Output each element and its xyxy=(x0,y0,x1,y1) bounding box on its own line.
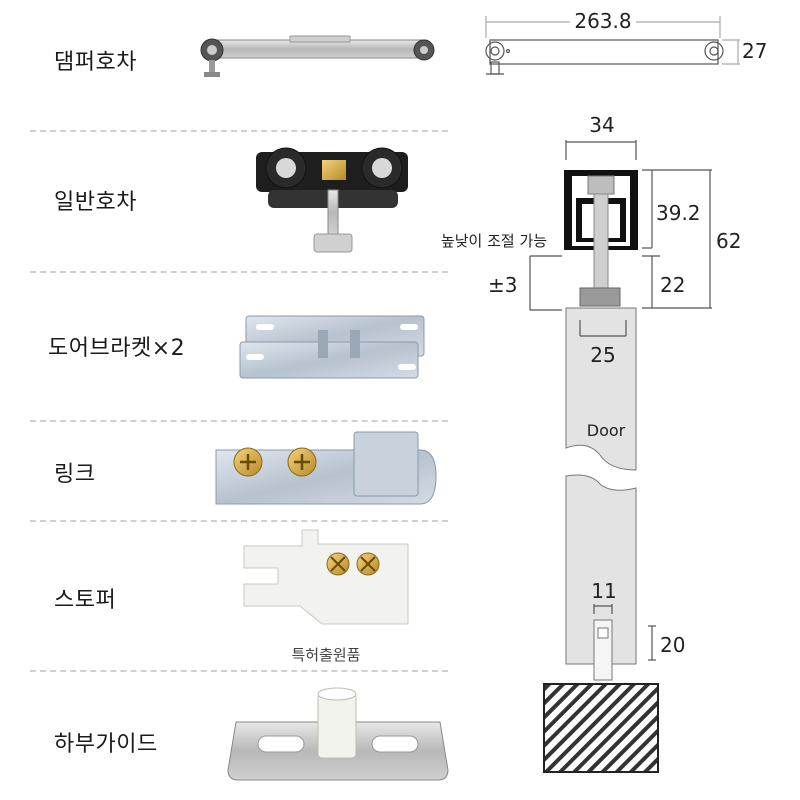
separator xyxy=(30,271,448,273)
door-bracket-image xyxy=(239,315,425,379)
bracket-width-label: 25 xyxy=(590,343,615,367)
part-label-bottom-guide: 하부가이드 xyxy=(54,732,158,757)
damper-dimension-drawing xyxy=(485,16,740,75)
stopper-image xyxy=(243,529,409,625)
part-label-stopper: 스토퍼 xyxy=(54,588,117,613)
total-height-label: 62 xyxy=(716,229,741,253)
part-label-damper-carriage: 댐퍼호차 xyxy=(54,50,137,75)
standard-carriage-image xyxy=(256,147,408,253)
separator xyxy=(30,670,448,672)
height-adjustable-label: 높낮이 조절 가능 xyxy=(441,232,547,250)
damper-length-label: 263.8 xyxy=(574,9,631,33)
guide-height-label: 20 xyxy=(660,633,685,657)
part-label-door-bracket: 도어브라켓×2 xyxy=(48,336,186,361)
cross-section-drawing xyxy=(529,140,712,773)
adjust-range-label: ±3 xyxy=(488,273,517,297)
separator xyxy=(30,520,448,522)
separator xyxy=(30,130,448,132)
damper-carriage-image xyxy=(200,35,435,77)
door-label: Door xyxy=(587,421,626,440)
damper-height-label: 27 xyxy=(742,39,767,63)
part-label-standard-carriage: 일반호차 xyxy=(54,190,137,215)
separator xyxy=(30,420,448,422)
rail-inner-height-label: 39.2 xyxy=(656,201,701,225)
part-label-link: 링크 xyxy=(54,462,96,487)
guide-width-label: 11 xyxy=(591,579,616,603)
patent-pending-note: 특허출원품 xyxy=(291,646,360,664)
bottom-guide-image xyxy=(227,687,449,781)
rail-width-label: 34 xyxy=(589,113,614,137)
bottom-gap-label: 22 xyxy=(660,273,685,297)
link-image xyxy=(215,431,437,505)
